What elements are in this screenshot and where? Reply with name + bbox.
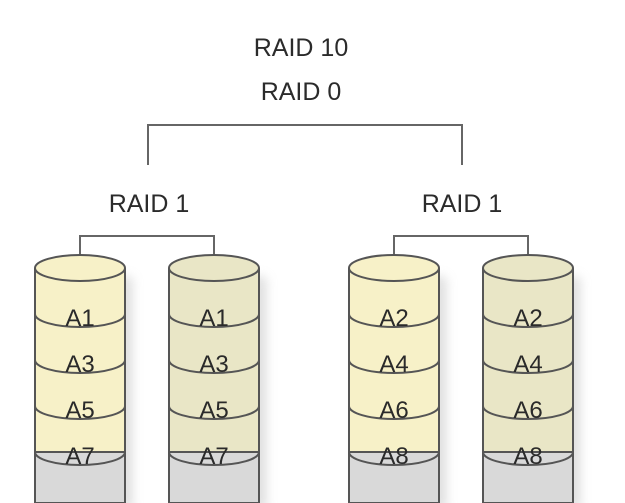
raid0-to-raid1-connector	[147, 124, 463, 165]
disk-separator	[168, 313, 260, 328]
group-left: RAID 1	[79, 190, 215, 268]
disk-bottom-section	[168, 451, 260, 503]
disk-block-a8: A8	[379, 443, 408, 470]
disk-separator	[482, 451, 574, 466]
right-raid1-connector	[393, 235, 529, 268]
disk-block-a3: A3	[199, 351, 228, 378]
top-title: RAID 10 RAID 0	[254, 34, 348, 106]
disk-block-a4: A4	[513, 351, 542, 378]
disk-top	[34, 254, 126, 282]
disk-block-a6: A6	[513, 397, 542, 424]
disk-separator	[168, 405, 260, 420]
disk-separator	[168, 451, 260, 466]
disk-separator	[348, 405, 440, 420]
disk-block-a8: A8	[513, 443, 542, 470]
disk-bottom-section	[34, 451, 126, 503]
disk-separator	[348, 451, 440, 466]
group-right: RAID 1	[393, 190, 529, 268]
disk-separator	[34, 405, 126, 420]
disk-body	[34, 268, 126, 503]
disk-body	[348, 268, 440, 503]
disk-separator	[348, 359, 440, 374]
disk-block-a6: A6	[379, 397, 408, 424]
disk-separator	[482, 313, 574, 328]
disk-block-a7: A7	[65, 443, 94, 470]
disk-separator	[482, 359, 574, 374]
right-raid1-label: RAID 1	[422, 190, 503, 218]
disk-block-a4: A4	[379, 351, 408, 378]
raid0-label: RAID 0	[261, 78, 342, 106]
disk-separator	[34, 313, 126, 328]
disk-block-a3: A3	[65, 351, 94, 378]
disk-separator	[34, 451, 126, 466]
top-connector	[147, 124, 463, 165]
disk-block-a1: A1	[65, 305, 94, 332]
disk-block-a2: A2	[379, 305, 408, 332]
left-raid1-connector	[79, 235, 215, 268]
disk-block-a5: A5	[199, 397, 228, 424]
disk-block-a1: A1	[199, 305, 228, 332]
raid10-label: RAID 10	[254, 34, 348, 62]
disk-separator	[168, 359, 260, 374]
disk-block-a7: A7	[199, 443, 228, 470]
disk-separator	[348, 313, 440, 328]
disk-bottom-section	[482, 451, 574, 503]
disk-separator	[34, 359, 126, 374]
disk-top	[482, 254, 574, 282]
disk-body	[482, 268, 574, 503]
left-raid1-label: RAID 1	[109, 190, 190, 218]
disk-bottom-section	[348, 451, 440, 503]
disk-top	[348, 254, 440, 282]
disk-separator	[482, 405, 574, 420]
disk-body	[168, 268, 260, 503]
disk-block-a5: A5	[65, 397, 94, 424]
disk-block-a2: A2	[513, 305, 542, 332]
disk-top	[168, 254, 260, 282]
